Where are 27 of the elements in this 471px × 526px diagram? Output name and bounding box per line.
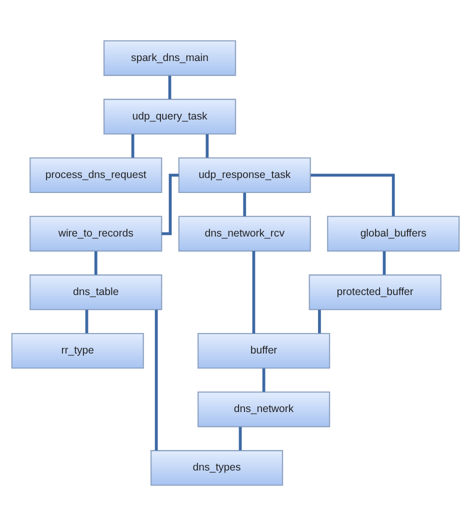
node-box: dns_network_rcv	[178, 216, 311, 252]
node-box: global_buffers	[327, 216, 460, 252]
connector	[238, 426, 242, 450]
node-box: udp_query_task	[103, 98, 236, 134]
connector	[310, 174, 395, 216]
node-box: protected_buffer	[308, 274, 442, 310]
connector	[131, 134, 134, 158]
connector	[252, 251, 256, 334]
connector	[85, 310, 88, 334]
node-box: dns_table	[30, 274, 162, 310]
connector	[318, 310, 321, 334]
node-box: buffer	[198, 332, 330, 369]
connector	[154, 310, 158, 450]
node-box: dns_network	[198, 392, 330, 428]
node-box: spark_dns_main	[103, 40, 236, 76]
connector	[168, 76, 172, 100]
connector	[162, 174, 179, 236]
connector	[262, 368, 266, 392]
connector	[382, 251, 386, 275]
node-box: udp_response_task	[178, 157, 311, 194]
connector	[243, 192, 246, 216]
connector	[94, 251, 98, 275]
node-box: rr_type	[11, 332, 144, 369]
connector	[206, 134, 209, 158]
node-box: wire_to_records	[30, 216, 162, 252]
node-box: process_dns_request	[30, 157, 162, 194]
node-box: dns_types	[150, 450, 284, 486]
